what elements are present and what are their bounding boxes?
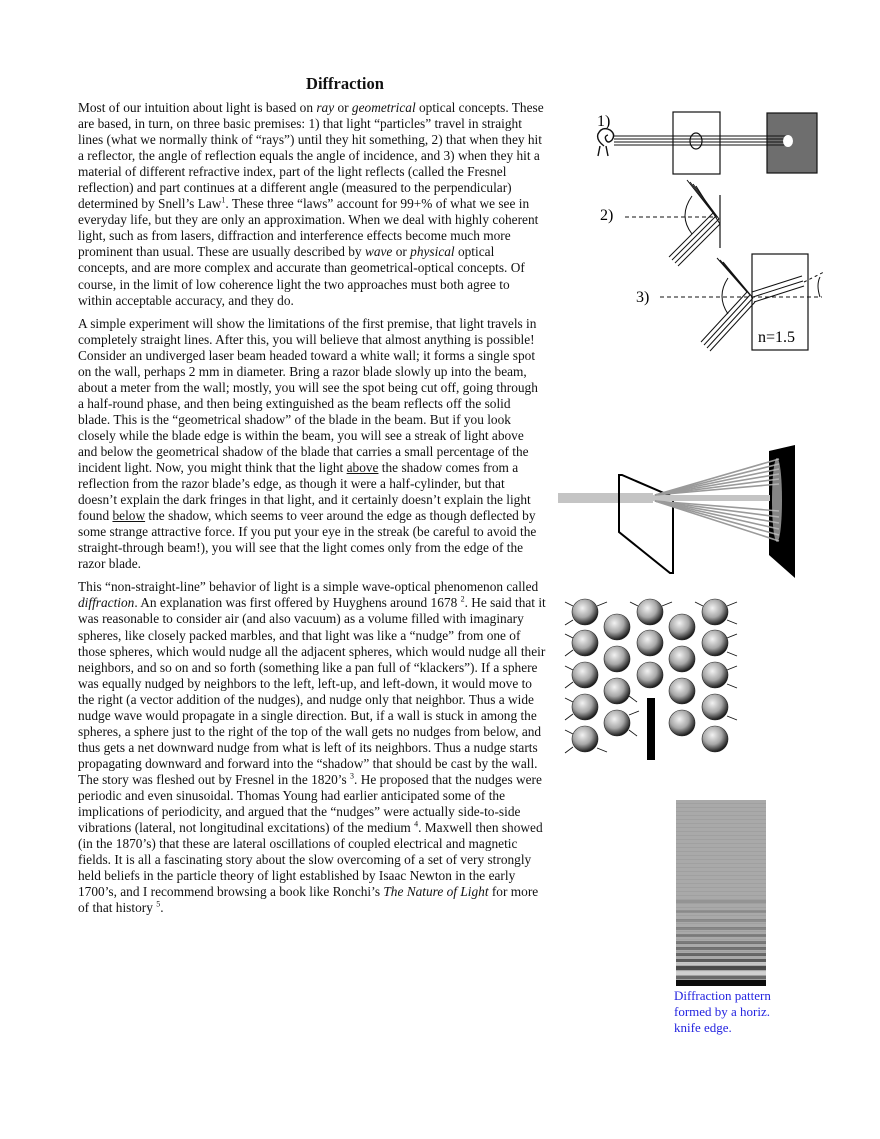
razor-blade-figure	[558, 445, 795, 578]
footnote-ref: 5	[156, 899, 161, 909]
paragraph-2: A simple experiment will show the limita…	[78, 315, 538, 572]
footnote-ref: 1	[221, 195, 226, 205]
figure-label-2: 2)	[600, 207, 613, 224]
wall	[647, 698, 655, 760]
body-text: Most of our intuition about light is bas…	[78, 100, 546, 923]
footnote-ref: 2	[460, 594, 465, 604]
diffraction-fringe-photo	[676, 800, 766, 986]
nudge-arrows	[564, 601, 738, 754]
refractive-index-label: n=1.5	[758, 329, 795, 346]
paragraph-1: Most of our intuition about light is bas…	[78, 100, 544, 308]
sphere-grid	[571, 598, 729, 753]
figure-label-1: 1)	[597, 113, 610, 130]
paragraph-3: This “non-straight-line” behavior of lig…	[78, 579, 546, 916]
page-title: Diffraction	[306, 74, 384, 93]
ray-laws-figure: 1) 2) 3) n=1.5	[596, 111, 825, 352]
footnote-ref: 3	[350, 771, 355, 781]
huygens-spheres-figure	[564, 598, 738, 760]
footnote-ref: 4	[414, 819, 419, 829]
figure-caption: Diffraction pattern formed by a horiz. k…	[674, 988, 771, 1035]
eye-icon	[596, 127, 615, 157]
figure-label-3: 3)	[636, 289, 649, 306]
